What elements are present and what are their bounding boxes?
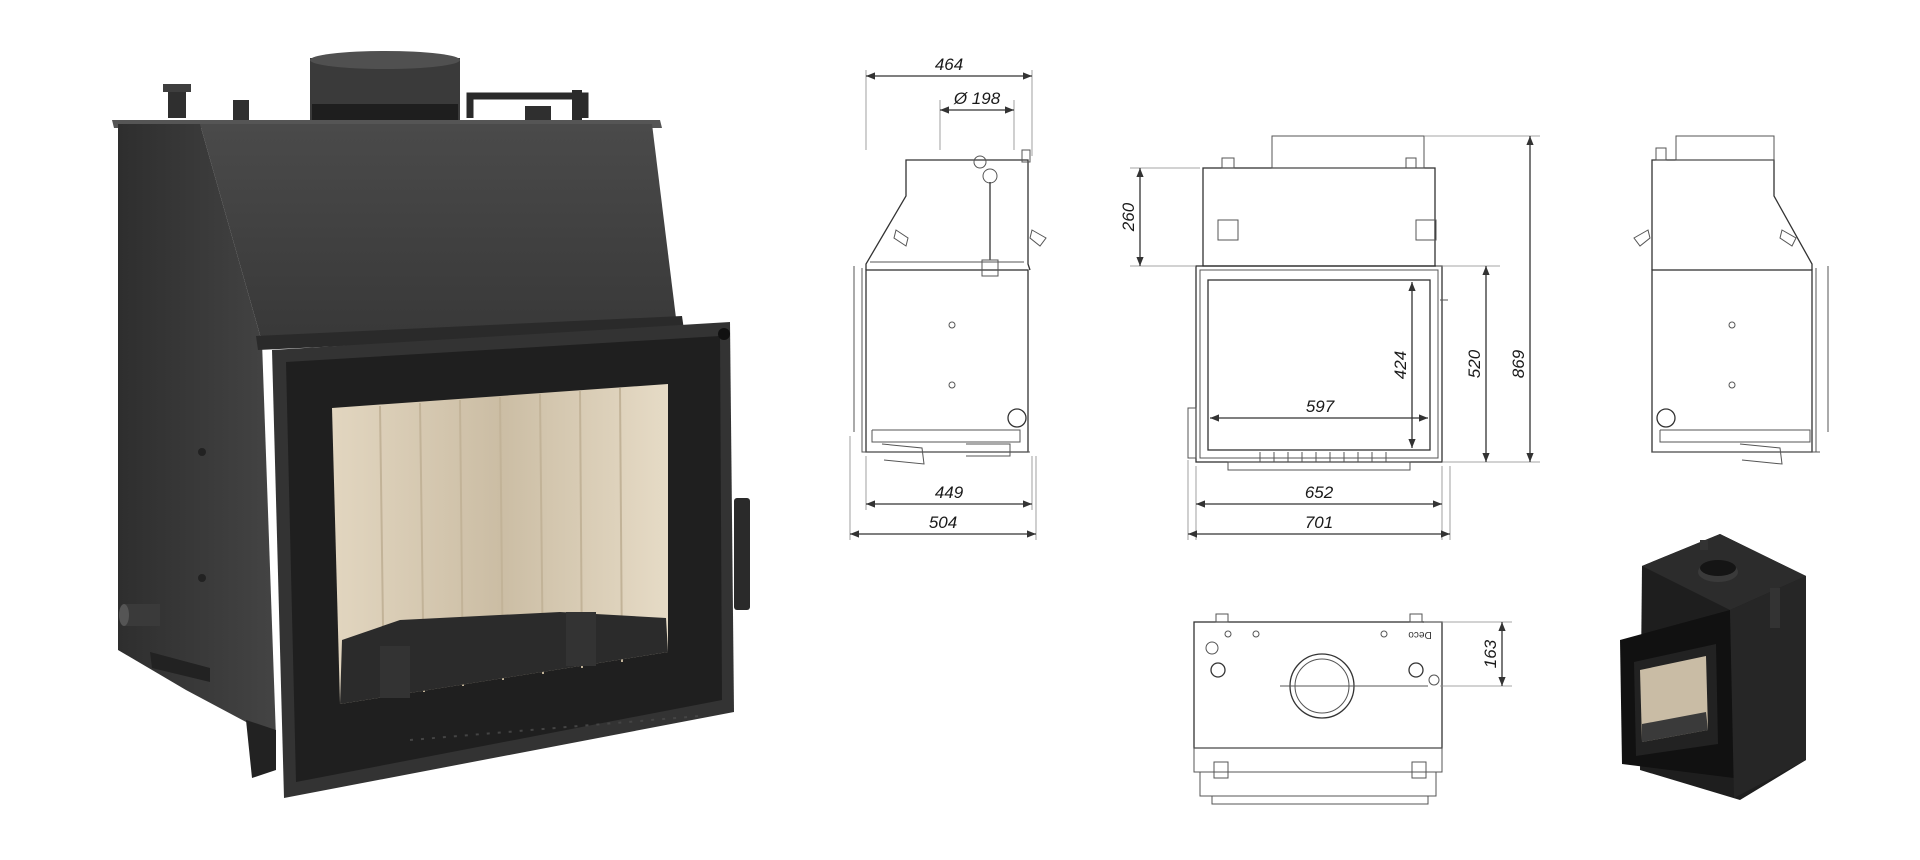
dim-flue-diameter: Ø 198 bbox=[953, 89, 1001, 108]
side-view-right-drawing bbox=[1633, 135, 1829, 465]
dim-total-height: 869 bbox=[1509, 349, 1528, 378]
front-view-drawing: 260 424 597 520 869 652 701 bbox=[1119, 135, 1540, 540]
dim-depth-outer: 504 bbox=[929, 513, 957, 532]
top-view-logo: Deco bbox=[1408, 629, 1432, 640]
water-connector bbox=[124, 604, 160, 626]
flue-rim bbox=[310, 51, 460, 69]
dim-top-height: 260 bbox=[1119, 202, 1138, 232]
dim-depth-inner: 449 bbox=[935, 483, 964, 502]
dim-width-inner: 652 bbox=[1305, 483, 1334, 502]
dim-door-height: 520 bbox=[1465, 349, 1484, 378]
dim-width-outer: 701 bbox=[1305, 513, 1333, 532]
hood bbox=[200, 124, 676, 342]
fireplace-render bbox=[112, 51, 750, 798]
dim-opening-width: 597 bbox=[1306, 397, 1335, 416]
dim-flue-offset: 163 bbox=[1481, 639, 1500, 668]
fireplace-iso-render bbox=[1620, 534, 1806, 800]
top-view-drawing: Deco 163 bbox=[1193, 613, 1512, 805]
top-fitting-left bbox=[168, 86, 186, 118]
dim-opening-height: 424 bbox=[1391, 351, 1410, 379]
side-panel bbox=[118, 124, 276, 738]
dim-width-top: 464 bbox=[935, 55, 963, 74]
top-handle bbox=[466, 92, 589, 118]
side-view-drawing: 464 Ø 198 449 504 bbox=[849, 55, 1047, 540]
door-handle bbox=[734, 498, 750, 610]
